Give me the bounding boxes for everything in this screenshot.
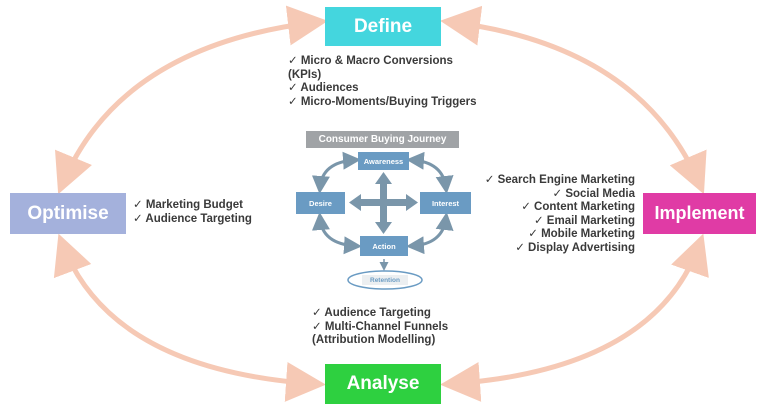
define-box: Define [325, 7, 441, 46]
list-item: ✓ Social Media [552, 187, 636, 200]
optimise-list: ✓ Marketing Budget ✓ Audience Targeting [133, 199, 252, 226]
list-item: ✓ Audiences [288, 82, 359, 94]
implement-list: ✓ Search Engine Marketing ✓ Social Media… [470, 174, 635, 255]
action-box: Action [360, 236, 408, 256]
list-item: ✓ Marketing Budget [133, 199, 243, 211]
list-item: ✓ Multi-Channel Funnels [312, 320, 449, 333]
arrow-implement-analyse [440, 233, 709, 402]
implement-box: Implement [643, 193, 756, 234]
arrow-define-optimise [55, 5, 328, 195]
list-item: (KPIs) [288, 68, 322, 81]
define-list: ✓ Micro & Macro Conversions (KPIs) ✓ Aud… [288, 55, 477, 109]
journey-title: Consumer Buying Journey [306, 131, 459, 148]
analyse-box: Analyse [325, 364, 441, 404]
list-item: ✓ Micro & Macro Conversions [288, 55, 453, 67]
list-item: ✓ Micro-Moments/Buying Triggers [288, 95, 477, 108]
list-item: ✓ Audience Targeting [312, 307, 431, 319]
analyse-list: ✓ Audience Targeting ✓ Multi-Channel Fun… [312, 307, 448, 348]
list-item: (Attribution Modelling) [312, 334, 436, 346]
optimise-box: Optimise [10, 193, 126, 234]
awareness-box: Awareness [358, 152, 409, 170]
interest-box: Interest [420, 192, 471, 214]
list-item: ✓ Search Engine Marketing [484, 174, 635, 186]
list-item: ✓ Mobile Marketing [528, 228, 635, 240]
arrow-optimise-analyse [53, 233, 326, 402]
arrow-define-implement [440, 5, 707, 195]
journey-arrow-awareness-interest [406, 151, 454, 194]
desire-box: Desire [296, 192, 345, 214]
journey-arrow-desire-action [311, 212, 362, 255]
journey-cross-arrows [349, 172, 418, 234]
list-item: ✓ Content Marketing [521, 201, 635, 213]
list-item: ✓ Display Advertising [515, 241, 635, 254]
list-item: ✓ Email Marketing [533, 214, 635, 227]
retention-cycle-icon [347, 270, 423, 290]
list-item: ✓ Audience Targeting [133, 212, 252, 225]
journey-arrow-awareness-desire [311, 151, 361, 194]
retention-box: Retention [362, 275, 408, 285]
journey-arrow-interest-action [406, 212, 454, 255]
